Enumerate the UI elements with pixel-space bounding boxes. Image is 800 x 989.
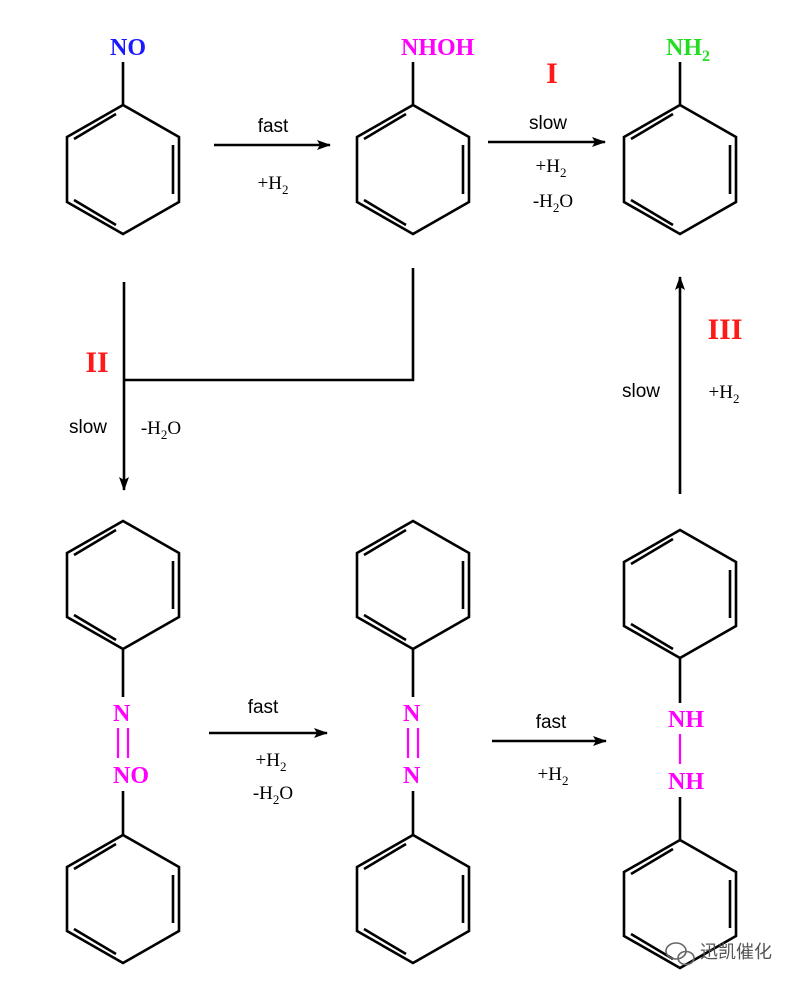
- step4-reagent: +H2: [256, 750, 287, 774]
- azoxy-double-bond: [116, 728, 130, 758]
- benzene-ring-hydrazo-bottom: [622, 797, 738, 970]
- route-III-label: III: [707, 313, 742, 346]
- route-I-label: I: [546, 57, 558, 90]
- azoxy-no-label: NO: [113, 763, 149, 789]
- azo-double-bond: [406, 728, 420, 758]
- benzene-ring-azo-bottom: [355, 791, 471, 965]
- watermark: 迅凯催化: [665, 942, 772, 966]
- hydrazo-nh1-label: NH: [668, 707, 704, 733]
- stepI-reagent: +H2: [536, 156, 567, 180]
- wechat-icon: [665, 942, 695, 966]
- step1-speed: fast: [258, 116, 289, 137]
- azo-n1-label: N: [403, 701, 421, 727]
- benzene-ring-phenylhydroxylamine: [355, 62, 471, 236]
- stepIII-speed: slow: [622, 381, 660, 402]
- aniline-label: NH2: [666, 35, 710, 65]
- step4-byproduct: -H2O: [253, 783, 293, 807]
- azoxy-n-label: N: [113, 701, 131, 727]
- nitroso-label: NO: [110, 35, 146, 61]
- benzene-ring-azoxy-bottom: [65, 791, 181, 965]
- hydroxylamine-label: NHOH: [401, 35, 475, 61]
- step5-speed: fast: [536, 712, 567, 733]
- stepI-speed: slow: [529, 113, 567, 134]
- benzene-ring-azoxy-top: [65, 519, 181, 697]
- hydrazo-nh2-label: NH: [668, 769, 704, 795]
- stepII-speed: slow: [69, 417, 107, 438]
- route-II-label: II: [85, 346, 108, 379]
- benzene-ring-azo-top: [355, 519, 471, 697]
- step4-speed: fast: [248, 697, 279, 718]
- step5-reagent: +H2: [538, 764, 569, 788]
- step1-reagent: +H2: [258, 173, 289, 197]
- stepI-byproduct: -H2O: [533, 191, 573, 215]
- benzene-ring-nitrosobenzene: [65, 62, 181, 236]
- watermark-text: 迅凯催化: [700, 942, 772, 963]
- stepIII-reagent: +H2: [709, 382, 740, 406]
- azo-n2-label: N: [403, 763, 421, 789]
- benzene-ring-hydrazo-top: [622, 528, 738, 703]
- stepII-byproduct: -H2O: [141, 418, 181, 442]
- hydroxylamine-join-line: [124, 268, 415, 382]
- benzene-ring-aniline: [622, 62, 738, 236]
